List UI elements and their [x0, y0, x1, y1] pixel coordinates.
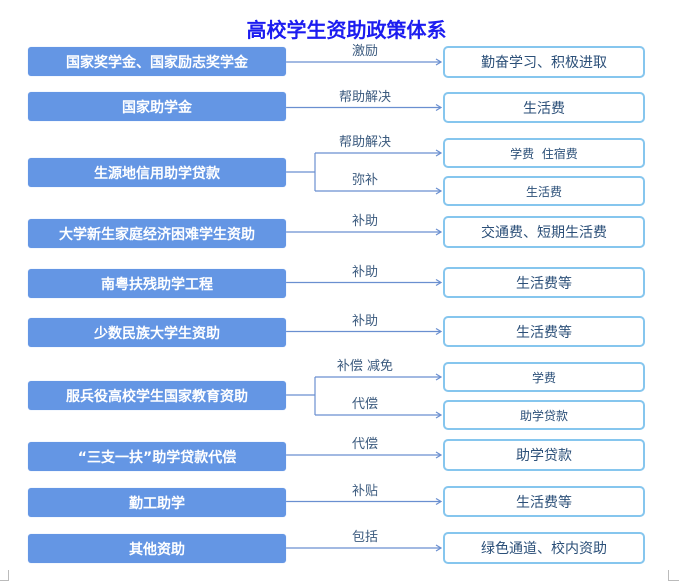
arrowhead-icon	[435, 373, 443, 381]
outcome-box: 生活费	[443, 92, 645, 123]
outcome-box: 生活费等	[443, 486, 645, 517]
arrowhead-icon	[435, 58, 443, 66]
outcome-box: 生活费等	[443, 267, 645, 298]
arrowhead-icon	[435, 278, 443, 287]
relation-label: 补偿 减免	[336, 359, 394, 374]
diagram-title: 高校学生资助政策体系	[246, 18, 447, 42]
source-policy-box: 生源地信用助学贷款	[28, 158, 286, 187]
arrowhead-icon	[435, 103, 443, 112]
outcome-box: 助学贷款	[443, 439, 645, 471]
relation-label: 补助	[351, 313, 379, 329]
page-corner-mark	[0, 570, 9, 581]
source-policy-box: 国家奖学金、国家励志奖学金	[28, 47, 286, 76]
page-corner-mark	[668, 570, 679, 581]
outcome-box: 助学贷款	[443, 400, 645, 430]
outcome-box: 生活费	[443, 176, 645, 206]
relation-label: 代偿	[351, 437, 379, 452]
arrowhead-icon	[435, 187, 443, 195]
outcome-box: 绿色通道、校内资助	[443, 532, 645, 564]
arrowhead-icon	[435, 327, 443, 336]
outcome-box: 学费	[443, 362, 645, 392]
relation-label: 帮助解决	[338, 89, 392, 105]
relation-label: 补助	[351, 214, 379, 229]
relation-label: 代偿	[351, 397, 379, 412]
relation-label: 弥补	[351, 173, 379, 188]
source-policy-box: 其他资助	[28, 534, 286, 563]
source-policy-box: 少数民族大学生资助	[28, 318, 286, 347]
relation-label: 帮助解决	[338, 135, 392, 150]
outcome-box: 勤奋学习、积极进取	[443, 46, 645, 78]
relation-label: 补贴	[351, 483, 379, 499]
arrowhead-icon	[435, 228, 443, 236]
outcome-box: 生活费等	[443, 316, 645, 347]
relation-label: 补助	[351, 264, 379, 280]
arrowhead-icon	[435, 451, 443, 459]
source-policy-box: 服兵役高校学生国家教育资助	[28, 381, 286, 410]
source-policy-box: 勤工助学	[28, 488, 286, 517]
outcome-box: 学费 住宿费	[443, 138, 645, 168]
arrowhead-icon	[435, 411, 443, 419]
relation-label: 激励	[351, 44, 379, 59]
arrowhead-icon	[435, 497, 443, 506]
relation-label: 包括	[351, 530, 379, 545]
outcome-box: 交通费、短期生活费	[443, 216, 645, 248]
source-policy-box: 国家助学金	[28, 92, 286, 121]
arrowhead-icon	[435, 149, 443, 157]
source-policy-box: 南粤扶残助学工程	[28, 269, 286, 298]
source-policy-box: 大学新生家庭经济困难学生资助	[28, 219, 286, 248]
arrowhead-icon	[435, 544, 443, 552]
source-policy-box: “三支一扶”助学贷款代偿	[28, 442, 286, 471]
